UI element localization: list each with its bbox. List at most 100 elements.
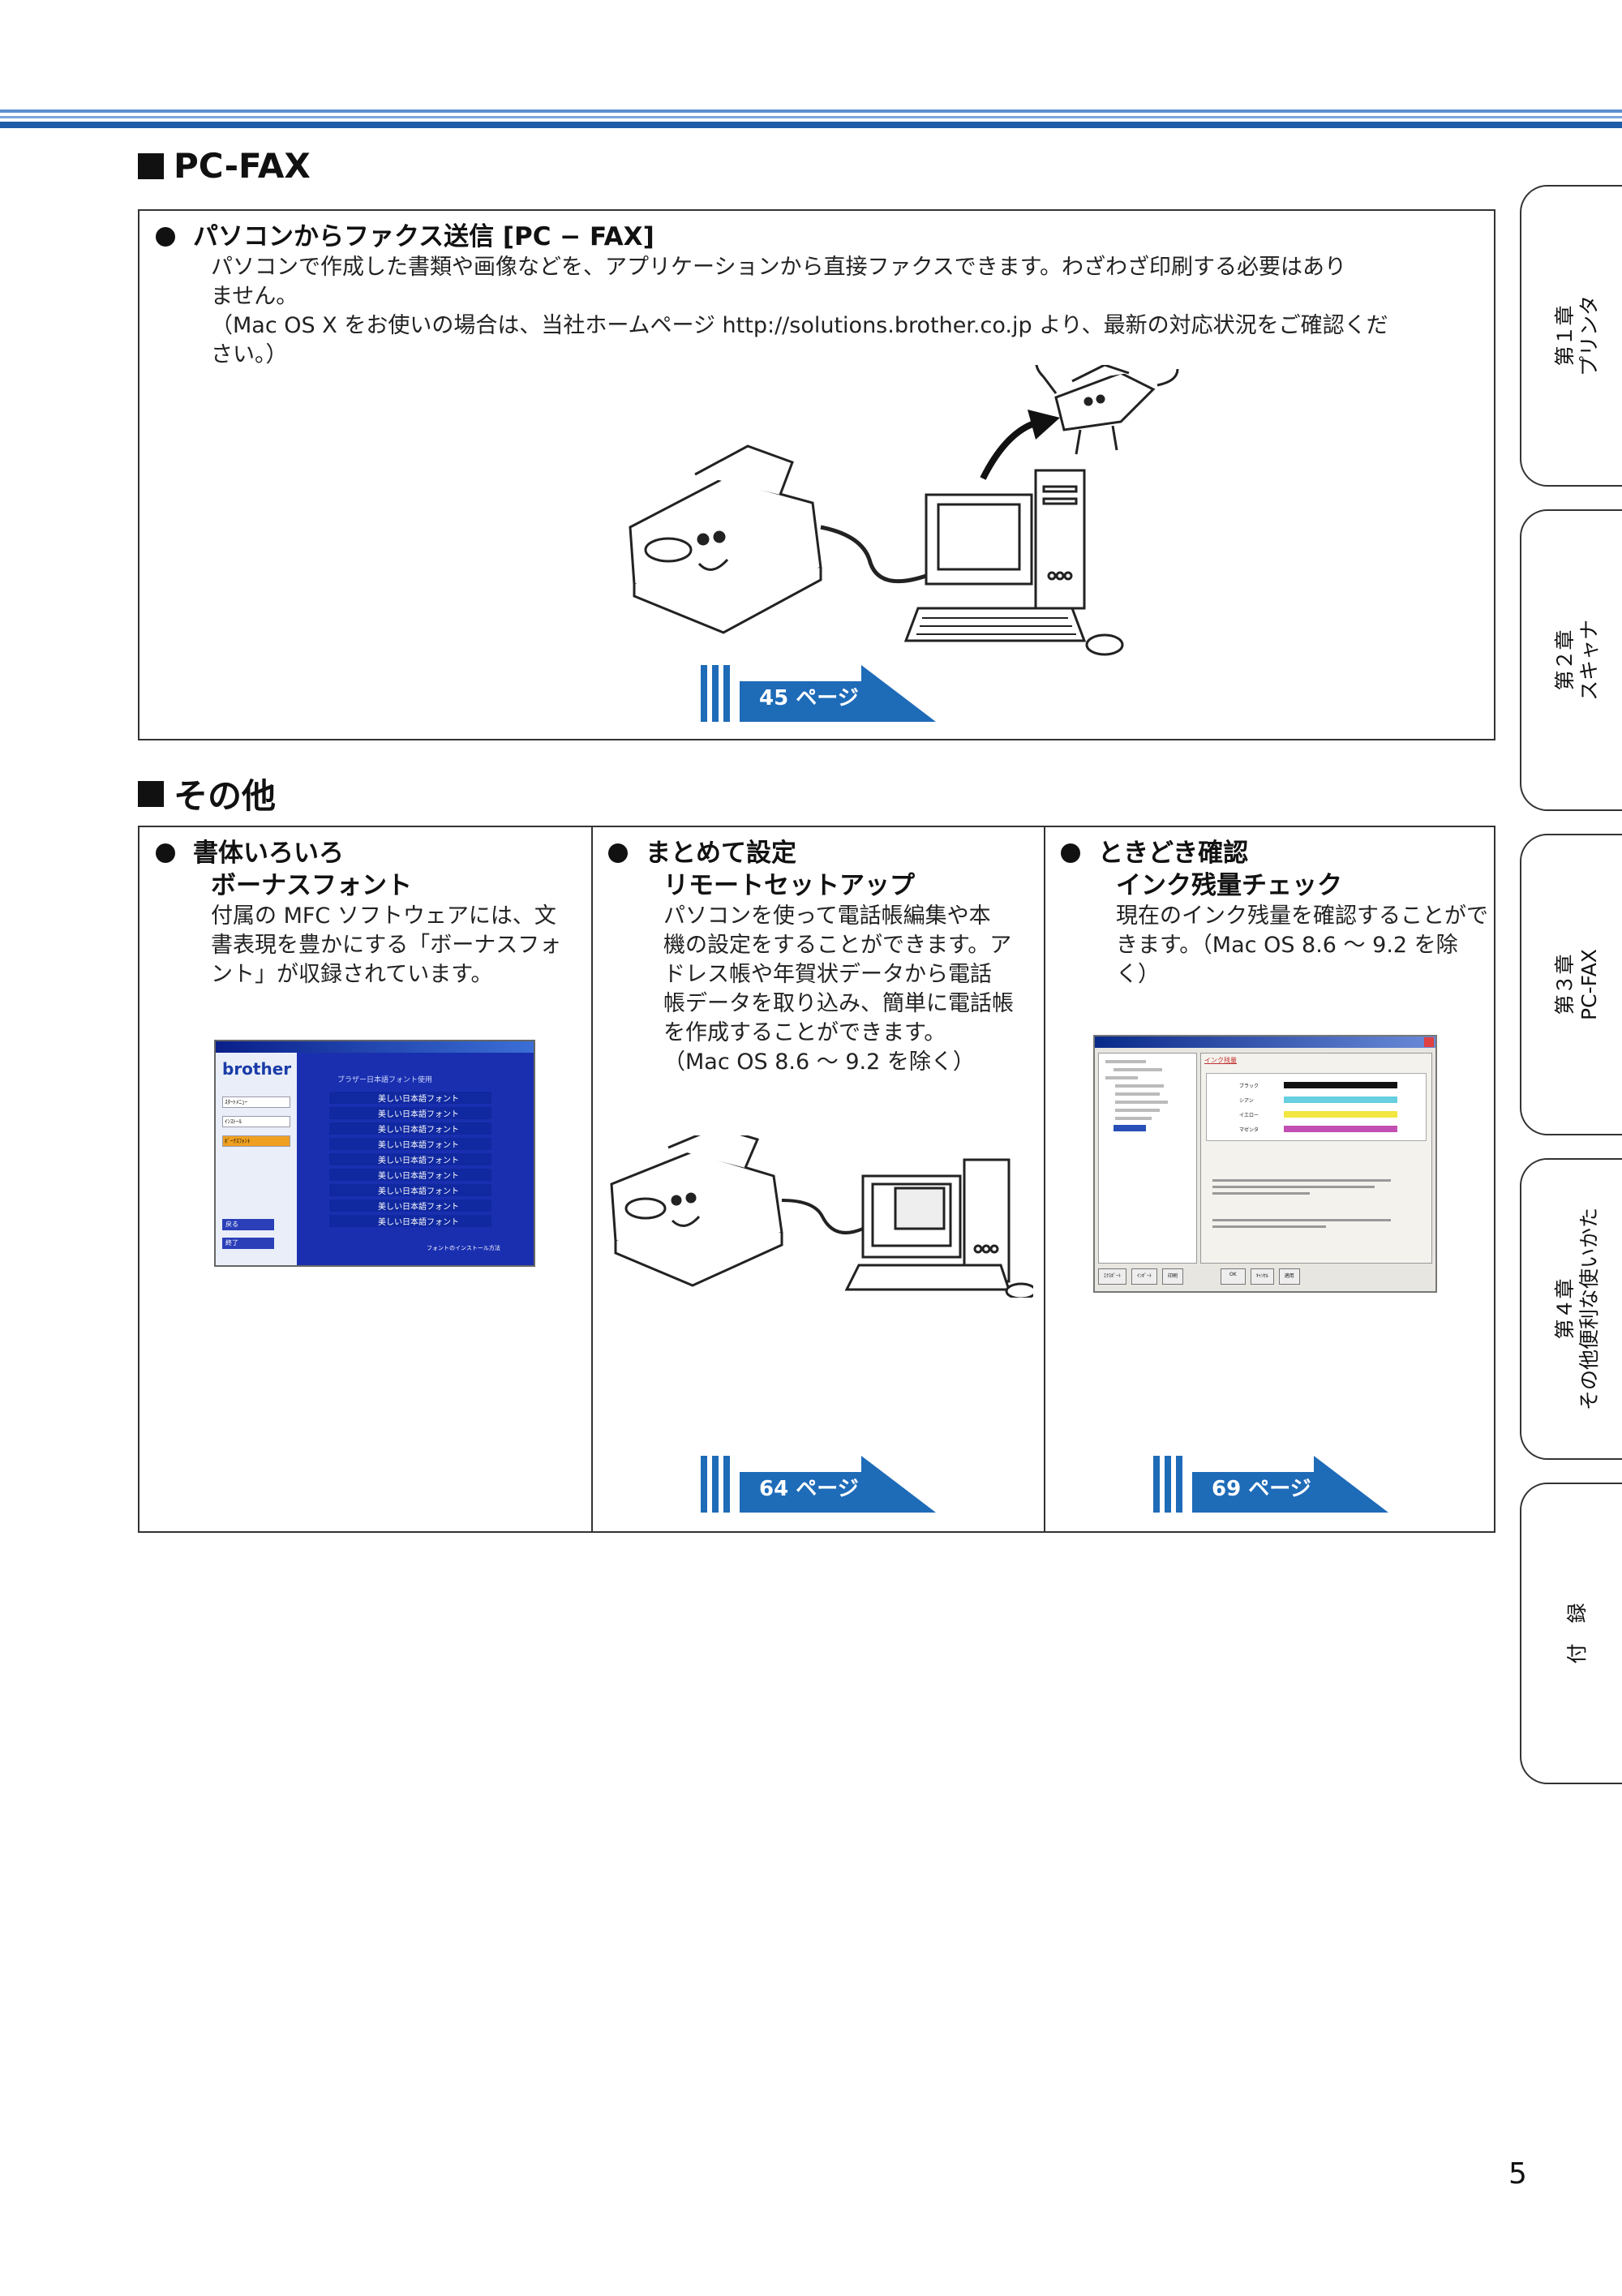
pcfax-item: パソコンからファクス送信 [PC − FAX] パソコンで作成した書類や画像など… (156, 221, 1470, 370)
column-divider (591, 827, 593, 1533)
side-tab-appendix[interactable]: 付 録 (1520, 1483, 1622, 1784)
font-banner: ブラザー日本語フォント使用 (337, 1076, 433, 1084)
ok-button[interactable]: OK (1221, 1268, 1246, 1285)
close-icon[interactable] (1424, 1037, 1434, 1047)
pcfax-body: パソコンで作成した書類や画像などを、アプリケーションから直接ファクスできます。わ… (211, 255, 1388, 367)
other-item-ink-check: ときどき確認 インク残量チェック 現在のインク残量を確認することがで きます。（… (1061, 837, 1491, 989)
menu-item-selected[interactable]: ﾎﾞｰﾅｽﾌｫﾝﾄ (222, 1135, 290, 1147)
side-tab-chapter-2[interactable]: 第２章 スキャナ (1520, 509, 1622, 811)
computer-icon (903, 469, 1124, 656)
back-button[interactable]: 戻る (222, 1219, 274, 1230)
pcfax-item-title: パソコンからファクス送信 [PC − FAX] (156, 221, 1470, 253)
font-row: 美しい日本語フォント (329, 1169, 491, 1181)
column-divider (1044, 827, 1045, 1533)
export-button[interactable]: ｴｸｽﾎﾟｰﾄ (1098, 1268, 1127, 1285)
item-title: まとめて設定 (608, 837, 1038, 869)
brother-logo: brother (222, 1059, 292, 1079)
font-app-sidebar: brother ｽﾀｰﾄﾒﾆｭｰ ｲﾝｽﾄｰﾙ ﾎﾞｰﾅｽﾌｫﾝﾄ 戻る 終了 (216, 1053, 297, 1265)
font-app-screenshot: brother ｽﾀｰﾄﾒﾆｭｰ ｲﾝｽﾄｰﾙ ﾎﾞｰﾅｽﾌｫﾝﾄ 戻る 終了 … (214, 1040, 535, 1267)
section-heading-pcfax: PC-FAX (138, 146, 311, 186)
other-item-fonts: 書体いろいろ ボーナスフォント 付属の MFC ソフトウェアには、文 書表現を豊… (156, 837, 581, 989)
ink-panel: インク残量 ブラック シアン イエロー マゼンタ (1200, 1053, 1432, 1264)
install-link[interactable]: フォントのインストール方法 (427, 1245, 500, 1251)
item-title: ときどき確認 (1061, 837, 1491, 869)
window-titlebar (1095, 1036, 1435, 1048)
page-ref-45-button[interactable]: 45 ページ (701, 665, 936, 722)
pcfax-box: パソコンからファクス送信 [PC − FAX] パソコンで作成した書類や画像など… (138, 209, 1495, 740)
fax-machine-icon (629, 444, 927, 634)
ink-bar-cyan (1284, 1097, 1397, 1103)
square-icon (138, 780, 164, 807)
section-title: その他 (174, 776, 277, 816)
ink-app-screenshot: インク残量 ブラック シアン イエロー マゼンタ ｴｸｽﾎﾟｰﾄ ｲﾝﾎﾟ (1093, 1035, 1437, 1293)
bullet-icon (1061, 843, 1080, 863)
ink-bar-magenta (1284, 1126, 1397, 1132)
bullet-icon (156, 227, 175, 247)
remote-setup-illustration (610, 1135, 1033, 1298)
ink-notes (1212, 1179, 1399, 1228)
bullet-icon (608, 843, 628, 863)
header-rule-2 (0, 116, 1622, 118)
page-ref-bars (1153, 1456, 1187, 1513)
font-row: 美しい日本語フォント (329, 1092, 491, 1104)
cancel-button[interactable]: ｷｬﾝｾﾙ (1250, 1268, 1274, 1285)
font-row: 美しい日本語フォント (329, 1138, 491, 1150)
bullet-icon (156, 843, 175, 863)
page-ref-bars (701, 665, 735, 722)
other-box: 書体いろいろ ボーナスフォント 付属の MFC ソフトウェアには、文 書表現を豊… (138, 826, 1495, 1533)
font-row: 美しい日本語フォント (329, 1107, 491, 1119)
section-title: PC-FAX (174, 146, 311, 186)
page-ref-64-button[interactable]: 64 ページ (701, 1456, 936, 1513)
page-ref-69-button[interactable]: 69 ページ (1153, 1456, 1388, 1513)
item-subtitle: ボーナスフォント (211, 871, 412, 900)
page-ref-label: 45 ページ (759, 686, 859, 710)
print-button[interactable]: 印刷 (1162, 1268, 1184, 1285)
page-ref-label: 69 ページ (1212, 1477, 1311, 1501)
section-heading-other: その他 (138, 769, 276, 818)
font-row: 美しい日本語フォント (329, 1184, 491, 1196)
side-tab-chapter-1[interactable]: 第１章 プリンタ (1520, 185, 1622, 487)
item-body: パソコンを使って電話帳編集や本 機の設定をすることができます。ア ドレス帳や年賀… (663, 903, 1014, 1075)
ink-panel-title: インク残量 (1204, 1057, 1237, 1064)
item-body: 現在のインク残量を確認することがで きます。（Mac OS 8.6 〜 9.2 … (1116, 903, 1488, 987)
fax-machine-icon (610, 1135, 864, 1287)
ink-levels: ブラック シアン イエロー マゼンタ (1206, 1073, 1427, 1141)
page-ref-arrow-icon (740, 665, 936, 722)
page-ref-arrow-icon (740, 1456, 936, 1513)
arrow-head-icon (1028, 410, 1060, 440)
pcfax-illustration (629, 365, 1179, 656)
ink-bar-yellow (1284, 1111, 1397, 1118)
page-number: 5 (1508, 2157, 1527, 2191)
exit-button[interactable]: 終了 (222, 1238, 274, 1249)
ink-buttons: ｴｸｽﾎﾟｰﾄ ｲﾝﾎﾟｰﾄ 印刷 OK ｷｬﾝｾﾙ 適用 (1098, 1268, 1432, 1285)
font-row: 美しい日本語フォント (329, 1215, 491, 1227)
item-title: 書体いろいろ (156, 837, 581, 869)
header-rule-3 (0, 122, 1622, 128)
square-icon (138, 152, 164, 179)
side-tab-chapter-3[interactable]: 第３章 PC-FAX (1520, 834, 1622, 1135)
window-titlebar (216, 1041, 534, 1053)
page-ref-arrow-icon (1192, 1456, 1388, 1513)
item-subtitle: リモートセットアップ (663, 871, 915, 900)
page-ref-label: 64 ページ (759, 1477, 859, 1501)
import-button[interactable]: ｲﾝﾎﾟｰﾄ (1131, 1268, 1158, 1285)
ink-bar-black (1284, 1082, 1397, 1088)
font-row: 美しい日本語フォント (329, 1153, 491, 1165)
header-rule-1 (0, 109, 1622, 113)
apply-button[interactable]: 適用 (1278, 1268, 1300, 1285)
font-row: 美しい日本語フォント (329, 1122, 491, 1135)
menu-item[interactable]: ｽﾀｰﾄﾒﾆｭｰ (222, 1097, 290, 1108)
tree-item-selected[interactable] (1114, 1125, 1146, 1131)
arrow-icon (980, 418, 1041, 480)
menu-item[interactable]: ｲﾝｽﾄｰﾙ (222, 1116, 290, 1127)
item-body: 付属の MFC ソフトウェアには、文 書表現を豊かにする「ボーナスフォ ント」が… (211, 903, 562, 987)
other-item-remote-setup: まとめて設定 リモートセットアップ パソコンを使って電話帳編集や本 機の設定をす… (608, 837, 1038, 1077)
item-subtitle: インク残量チェック (1116, 871, 1342, 900)
computer-icon (844, 1158, 1033, 1298)
ink-tree (1098, 1053, 1197, 1264)
page-ref-bars (701, 1456, 735, 1513)
flying-fax-character-icon (1035, 365, 1179, 455)
font-row: 美しい日本語フォント (329, 1199, 491, 1212)
font-rows: 美しい日本語フォント 美しい日本語フォント 美しい日本語フォント 美しい日本語フ… (329, 1092, 491, 1230)
side-tab-chapter-4[interactable]: 第４章 その他便利な使いかた (1520, 1158, 1622, 1460)
